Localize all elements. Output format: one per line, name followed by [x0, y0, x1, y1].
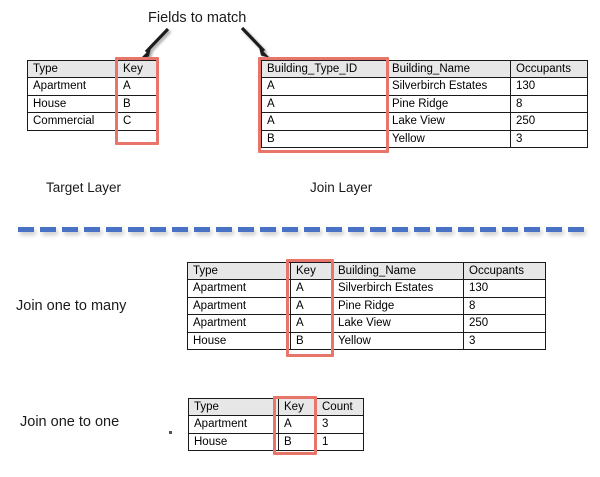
table-row: Commercial C	[27, 112, 158, 131]
cell-type: Apartment	[27, 77, 118, 96]
cell-type: Apartment	[187, 279, 291, 298]
cell-key: B	[290, 331, 333, 350]
table-row: House B Yellow 3	[187, 331, 546, 350]
table-header-row: Type Key Building_Name Occupants	[187, 261, 546, 281]
table-header-row: Type Key	[27, 59, 158, 79]
join-one-to-many-table: Type Key Building_Name Occupants Apartme…	[187, 261, 546, 350]
cell-building-type-id: A	[261, 77, 387, 96]
column-header-building-name: Building_Name	[332, 261, 464, 281]
column-header-occupants: Occupants	[510, 59, 588, 79]
cell-type: Apartment	[187, 314, 291, 333]
cell-occupants: 250	[463, 314, 546, 333]
table-row: House B	[27, 94, 158, 114]
table-row: Apartment A Silverbirch Estates 130	[187, 279, 546, 298]
cell-building-name: Lake View	[332, 314, 464, 333]
cell-key: B	[278, 432, 317, 452]
table-row: Apartment A 3	[188, 415, 364, 434]
join-one-to-one-table: Type Key Count Apartment A 3 House B 1	[188, 397, 364, 452]
cell-key: A	[290, 279, 333, 298]
cell-type: Apartment	[187, 296, 291, 316]
cell-building-name: Yellow	[332, 331, 464, 350]
cell-key: A	[290, 314, 333, 333]
column-header-type: Type	[187, 261, 291, 281]
cell-type: House	[188, 432, 279, 452]
table-row: A Lake View 250	[261, 112, 588, 131]
table-row: Apartment A	[27, 77, 158, 96]
cell-type: House	[187, 331, 291, 350]
cell-key: A	[290, 296, 333, 316]
join-layer-caption: Join Layer	[310, 180, 373, 195]
table-header-row: Building_Type_ID Building_Name Occupants	[261, 59, 588, 79]
cell-building-name: Pine Ridge	[332, 296, 464, 316]
cell-type: Apartment	[188, 415, 279, 434]
cell-key: A	[278, 415, 317, 434]
table-row: Apartment A Lake View 250	[187, 314, 546, 333]
column-header-occupants: Occupants	[463, 261, 546, 281]
cell-count: 1	[316, 432, 364, 452]
cell-building-name: Yellow	[386, 129, 511, 148]
column-header-count: Count	[316, 397, 364, 417]
join-layer-table: Building_Type_ID Building_Name Occupants…	[261, 59, 588, 148]
cell-occupants: 3	[463, 331, 546, 350]
cell-building-type-id: B	[261, 129, 387, 148]
section-divider	[18, 227, 586, 235]
cell-key: C	[117, 112, 158, 131]
arrow-to-join-key-icon	[240, 26, 271, 59]
cell-occupants: 130	[463, 279, 546, 298]
cell-building-name: Silverbirch Estates	[332, 279, 464, 298]
cell-occupants: 130	[510, 77, 588, 96]
join-one-to-many-caption: Join one to many	[16, 298, 127, 314]
target-layer-caption: Target Layer	[46, 180, 122, 195]
cell-type: House	[27, 94, 118, 114]
cell-building-type-id: A	[261, 94, 387, 114]
column-header-building-type-id: Building_Type_ID	[261, 59, 387, 79]
table-row: A Pine Ridge 8	[261, 94, 588, 114]
stray-dot-artifact	[169, 431, 172, 434]
cell-occupants: 8	[463, 296, 546, 316]
cell-building-type-id: A	[261, 112, 387, 131]
column-header-key: Key	[278, 397, 317, 417]
column-header-key: Key	[117, 59, 158, 79]
column-header-type: Type	[27, 59, 118, 79]
cell-key: A	[117, 77, 158, 96]
cell-building-name: Silverbirch Estates	[386, 77, 511, 96]
cell-occupants: 3	[510, 129, 588, 148]
table-row: A Silverbirch Estates 130	[261, 77, 588, 96]
cell-type: Commercial	[27, 112, 118, 131]
column-header-key: Key	[290, 261, 333, 281]
cell-key: B	[117, 94, 158, 114]
table-row: Apartment A Pine Ridge 8	[187, 296, 546, 316]
cell-occupants: 250	[510, 112, 588, 131]
table-row: B Yellow 3	[261, 129, 588, 148]
column-header-building-name: Building_Name	[386, 59, 511, 79]
arrow-to-target-key-icon	[139, 27, 170, 60]
cell-building-name: Lake View	[386, 112, 511, 131]
join-one-to-one-caption: Join one to one	[20, 414, 120, 430]
column-header-type: Type	[188, 397, 279, 417]
target-layer-table: Type Key Apartment A House B Commercial …	[27, 59, 158, 131]
cell-occupants: 8	[510, 94, 588, 114]
fields-to-match-annotation: Fields to match	[148, 10, 247, 26]
table-row: House B 1	[188, 432, 364, 452]
table-header-row: Type Key Count	[188, 397, 364, 417]
cell-count: 3	[316, 415, 364, 434]
cell-building-name: Pine Ridge	[386, 94, 511, 114]
